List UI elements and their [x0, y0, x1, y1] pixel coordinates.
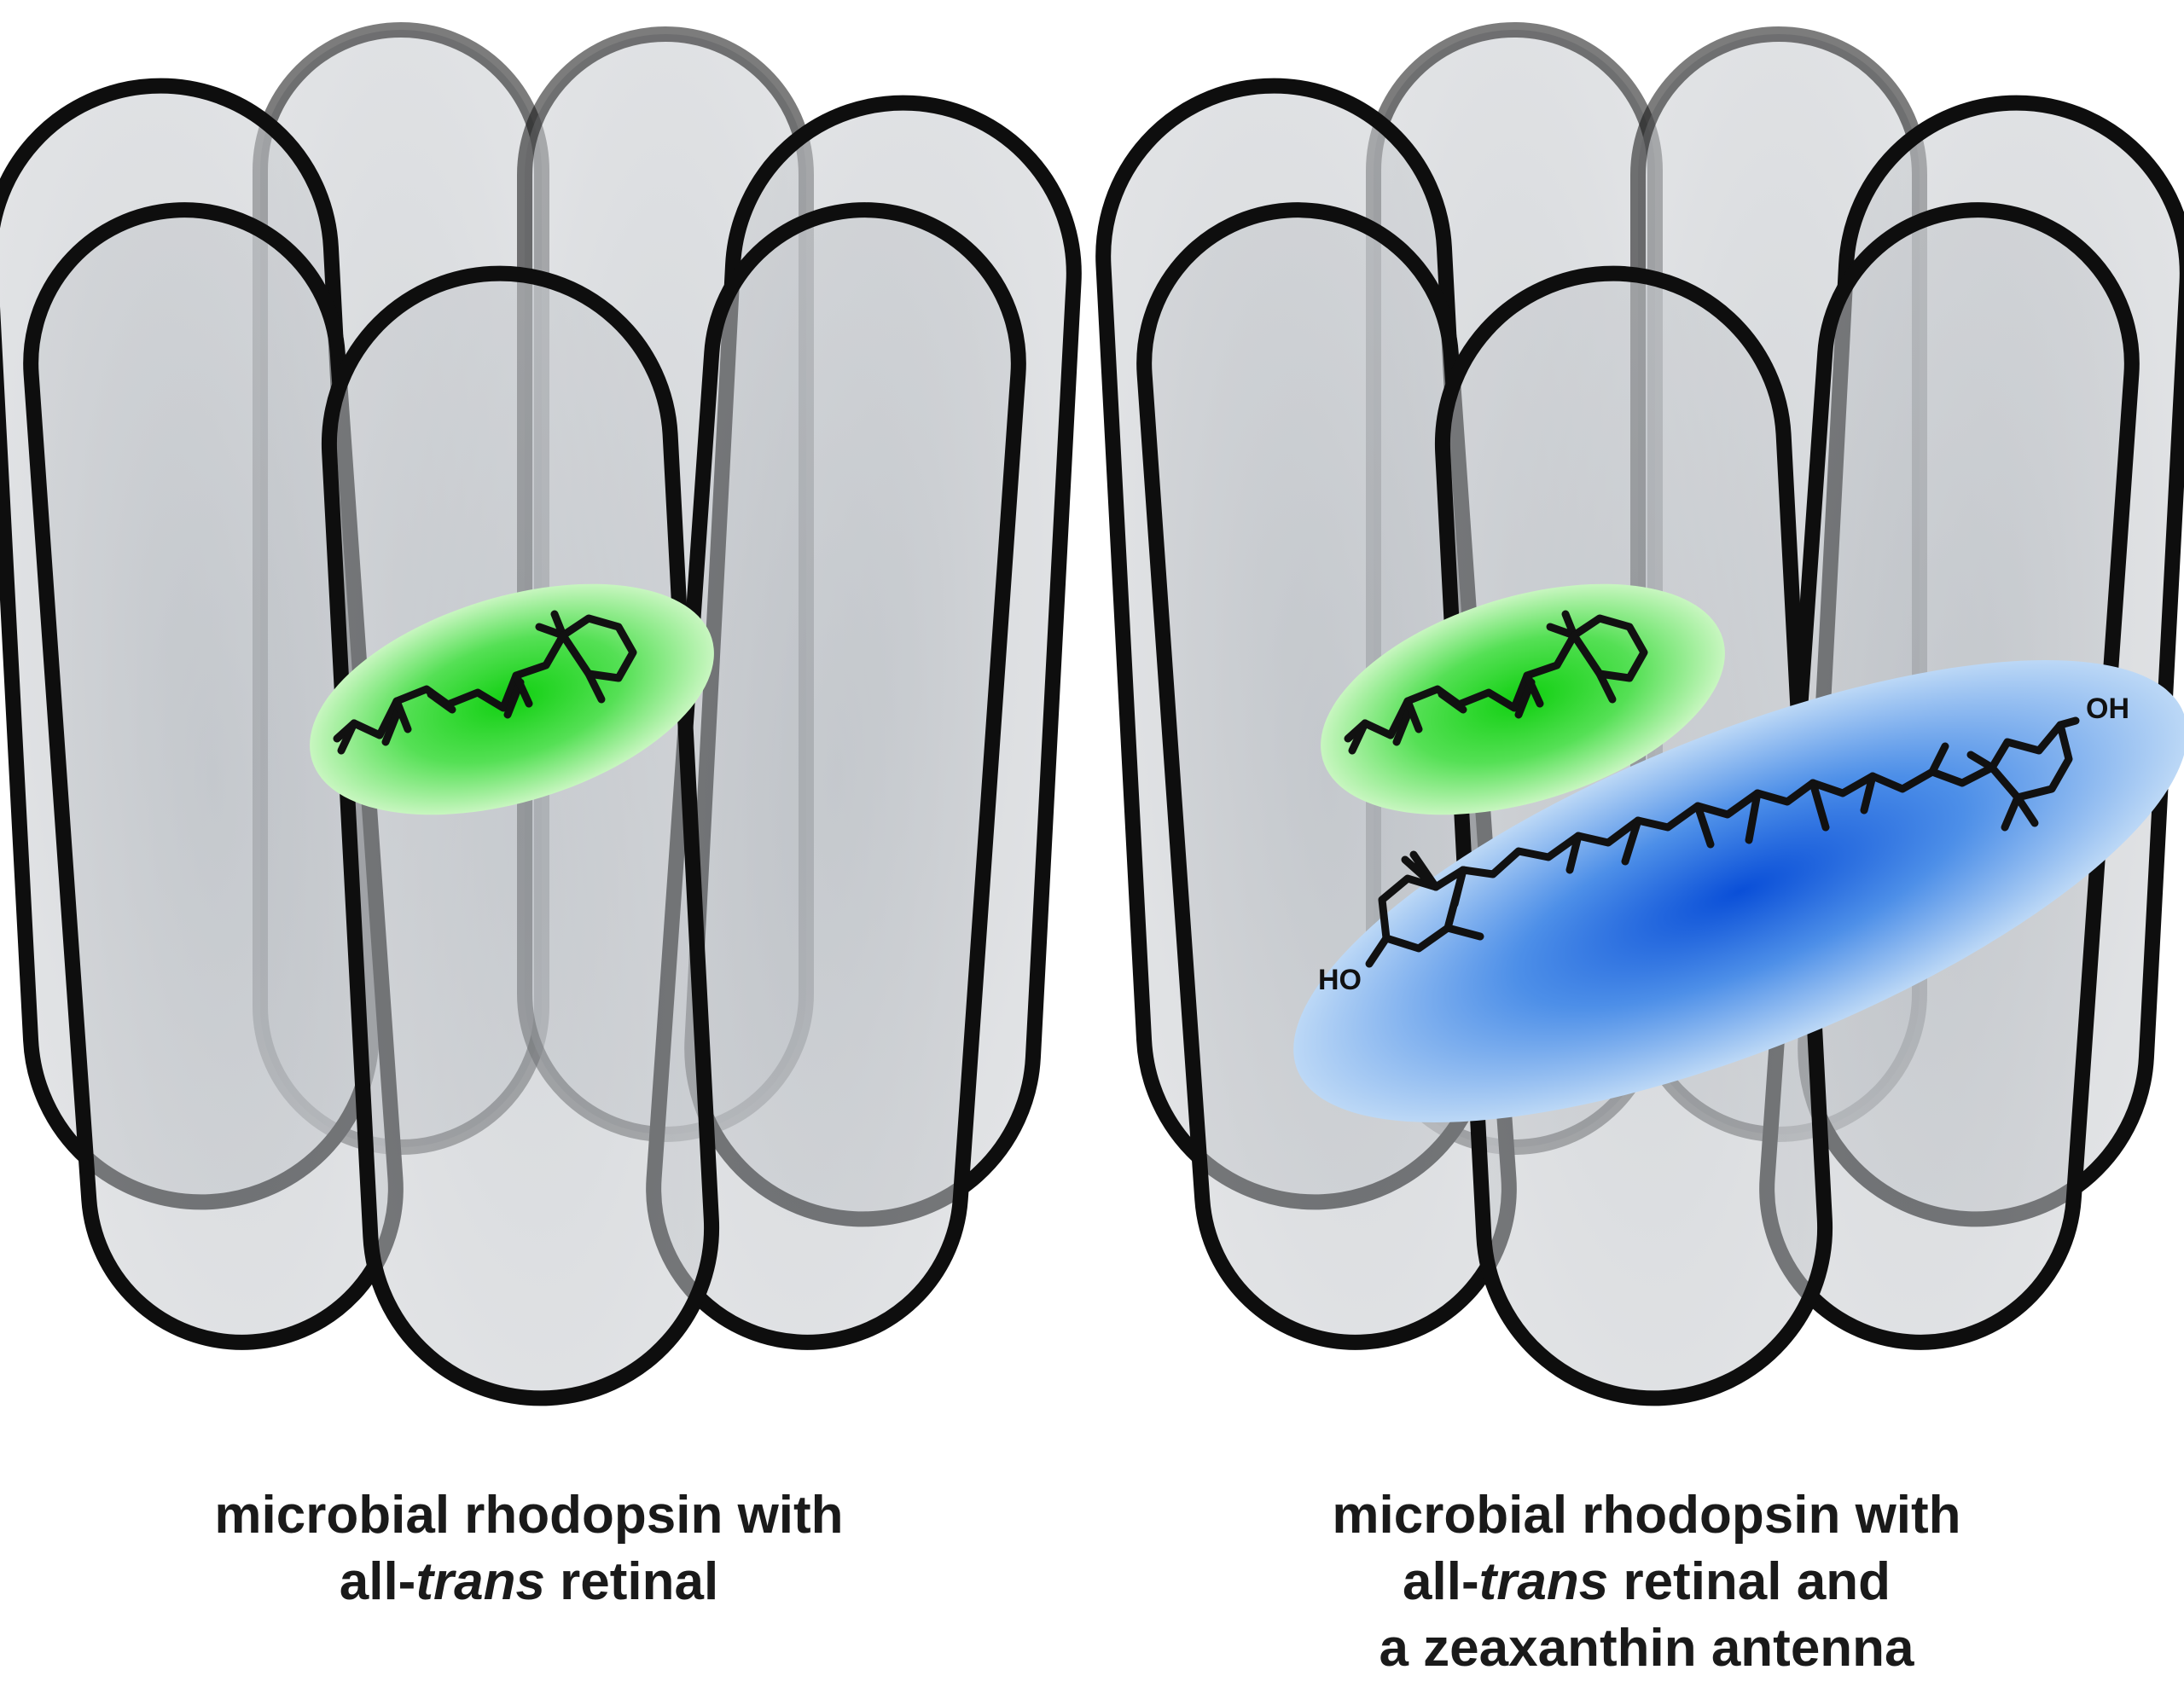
zeaxanthin-molecule-icon: [1365, 716, 2080, 968]
left-panel-caption: microbial rhodopsin with all-trans retin…: [51, 1482, 1007, 1615]
caption-text: all-: [339, 1552, 416, 1611]
caption-line-1: microbial rhodopsin with: [214, 1486, 844, 1545]
caption-line-2: all-trans retinal: [51, 1549, 1007, 1615]
hydroxyl-label-top: OH: [2086, 693, 2129, 725]
caption-text: all-: [1403, 1552, 1479, 1611]
caption-line-2: all-trans retinal and: [1160, 1549, 2133, 1615]
caption-text: retinal and: [1608, 1552, 1891, 1611]
hydroxyl-label-bottom: HO: [1318, 964, 1362, 996]
caption-line-3: a zeaxanthin antenna: [1379, 1619, 1914, 1678]
caption-italic-text: trans: [415, 1552, 545, 1611]
zeaxanthin-glow: [1293, 660, 2184, 1122]
helix-5: [321, 265, 720, 1406]
caption-italic-text: trans: [1478, 1552, 1609, 1611]
caption-text: retinal: [544, 1552, 719, 1611]
caption-line-1: microbial rhodopsin with: [1332, 1486, 1961, 1545]
right-panel-caption: microbial rhodopsin with all-trans retin…: [1160, 1482, 2133, 1682]
retinal-molecule-icon: [333, 610, 637, 755]
left-panel: [0, 22, 1082, 1406]
retinal-molecule-icon: [1344, 610, 1648, 755]
right-panel: OH HO: [1095, 22, 2184, 1406]
